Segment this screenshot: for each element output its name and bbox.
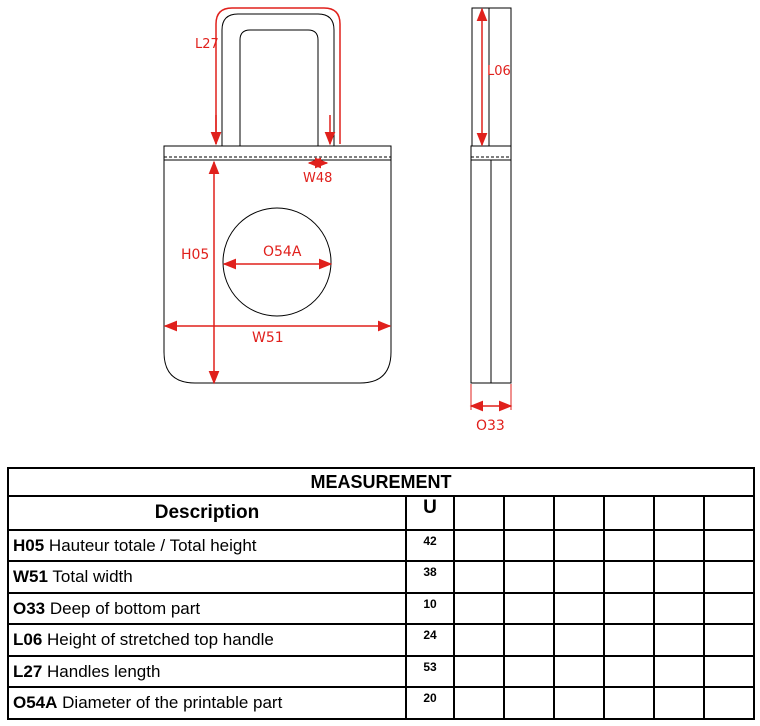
empty-cell — [453, 686, 505, 720]
row-text: Height of stretched top handle — [42, 630, 274, 650]
empty-cell — [453, 655, 505, 689]
row-description: O54A Diameter of the printable part — [7, 686, 407, 720]
table-header-row: Description U — [7, 495, 756, 531]
empty-cell — [603, 655, 655, 689]
empty-cell — [653, 592, 705, 626]
empty-cell — [453, 529, 505, 563]
table-row: O54A Diameter of the printable part 20 — [7, 686, 756, 720]
row-code: O54A — [13, 693, 58, 713]
table-row: L27 Handles length 53 — [7, 655, 756, 689]
empty-cell — [503, 686, 555, 720]
row-description: L06 Height of stretched top handle — [7, 623, 407, 657]
dim-L27-line — [215, 7, 341, 144]
row-text: Hauteur totale / Total height — [44, 535, 257, 555]
empty-cell — [702, 623, 756, 657]
table-row: L06 Height of stretched top handle 24 — [7, 623, 756, 657]
empty-cell — [503, 560, 555, 594]
empty-cell — [702, 686, 756, 720]
empty-cell — [553, 655, 605, 689]
empty-cell — [653, 560, 705, 594]
row-value: 53 — [405, 655, 455, 689]
empty-cell — [702, 592, 756, 626]
empty-cell — [553, 529, 605, 563]
table-row: H05 Hauteur totale / Total height 42 — [7, 529, 756, 563]
row-value: 24 — [405, 623, 455, 657]
dimension-extensions — [470, 384, 512, 410]
label-W51: W51 — [252, 330, 284, 346]
table-row: W51 Total width 38 — [7, 560, 756, 594]
row-text: Total width — [47, 567, 133, 587]
empty-cell — [653, 529, 705, 563]
label-W48: W48 — [303, 171, 332, 186]
empty-cell — [503, 623, 555, 657]
tote-bag-technical-drawing: L27 W48 H05 O54A W51 L06 O33 — [163, 7, 513, 434]
empty-cell — [603, 623, 655, 657]
printable-area-circle — [222, 207, 332, 317]
row-code: O33 — [13, 598, 46, 618]
empty-cell — [453, 592, 505, 626]
row-description: W51 Total width — [7, 560, 407, 594]
row-description: L27 Handles length — [7, 655, 407, 689]
label-H05: H05 — [181, 247, 209, 263]
empty-cell — [503, 529, 555, 563]
empty-cell — [503, 592, 555, 626]
empty-cell — [553, 686, 605, 720]
row-value: 42 — [405, 529, 455, 563]
row-description: H05 Hauteur totale / Total height — [7, 529, 407, 563]
empty-cell — [603, 495, 655, 531]
empty-cell — [653, 686, 705, 720]
empty-cell — [653, 623, 705, 657]
empty-cell — [553, 623, 605, 657]
table-row: O33 Deep of bottom part 10 — [7, 592, 756, 626]
row-description: O33 Deep of bottom part — [7, 592, 407, 626]
row-code: H05 — [13, 535, 45, 555]
label-O54A: O54A — [263, 244, 302, 260]
empty-cell — [453, 623, 505, 657]
empty-cell — [503, 655, 555, 689]
empty-cell — [702, 529, 756, 563]
empty-cell — [702, 495, 756, 531]
row-code: W51 — [13, 567, 48, 587]
table-title: MEASUREMENT — [6, 466, 756, 498]
empty-cell — [453, 495, 505, 531]
empty-cell — [603, 686, 655, 720]
empty-cell — [702, 655, 756, 689]
handle-outer — [221, 13, 335, 146]
empty-cell — [702, 560, 756, 594]
measurement-table: MEASUREMENT Description U H05 Hauteur to… — [6, 466, 756, 720]
empty-cell — [553, 592, 605, 626]
row-value: 38 — [405, 560, 455, 594]
front-view — [163, 13, 392, 384]
row-code: L27 — [13, 661, 43, 681]
empty-cell — [603, 592, 655, 626]
empty-cell — [553, 560, 605, 594]
empty-cell — [653, 495, 705, 531]
handle-inner — [239, 29, 319, 146]
empty-cell — [503, 495, 555, 531]
row-value: 10 — [405, 592, 455, 626]
empty-cell — [603, 529, 655, 563]
row-text: Deep of bottom part — [45, 598, 201, 618]
header-description: Description — [7, 495, 407, 531]
side-view — [470, 7, 512, 384]
row-value: 20 — [405, 686, 455, 720]
label-O33: O33 — [476, 418, 505, 434]
header-size-u: U — [405, 495, 455, 531]
label-L06: L06 — [487, 64, 511, 79]
empty-cell — [603, 560, 655, 594]
dimension-lines — [163, 7, 513, 412]
label-L27: L27 — [195, 37, 219, 52]
row-code: L06 — [13, 630, 43, 650]
row-text: Handles length — [42, 661, 161, 681]
row-text: Diameter of the printable part — [57, 693, 283, 713]
empty-cell — [453, 560, 505, 594]
empty-cell — [553, 495, 605, 531]
empty-cell — [653, 655, 705, 689]
bag-body — [163, 145, 392, 384]
